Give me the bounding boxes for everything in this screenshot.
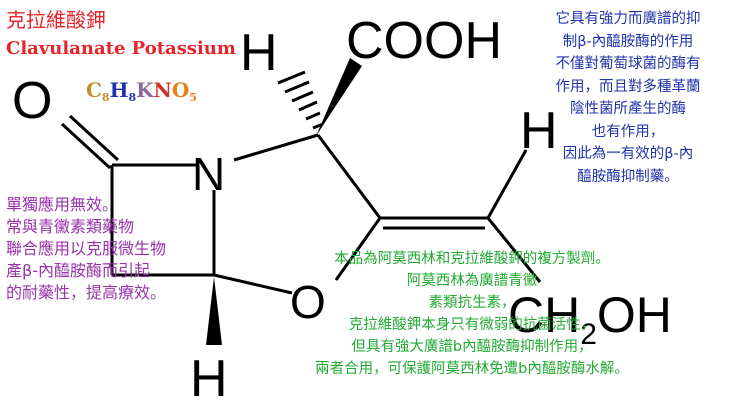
hash-bond-h-top xyxy=(277,70,324,130)
bond-c2-o xyxy=(334,217,382,281)
bond-c3-c2 xyxy=(316,134,382,219)
note-usage-line: 單獨應用無效。 xyxy=(6,195,119,214)
note-usage-line: 聯合應用以克服微生物 xyxy=(6,239,167,258)
note-combination-line: 但具有強大廣譜b內醯胺酶抑制作用， xyxy=(351,339,593,355)
bond-carbonyl-1 xyxy=(60,122,112,170)
bond-carbonyl-2 xyxy=(68,114,120,162)
note-mechanism-line: 作用，而且對多種革蘭 xyxy=(555,78,701,95)
note-mechanism-line: 醯胺酶抑制藥。 xyxy=(577,168,679,185)
note-combination-line: 克拉維酸鉀本身只有微弱的抗菌活性， xyxy=(348,317,596,333)
note-mechanism: 它具有強力而廣譜的抑 制β-內醯胺酶的作用 不僅對葡萄球菌的酶有 作用，而且對多… xyxy=(528,8,728,188)
note-combination-line: 素類抗生素， xyxy=(428,295,516,311)
atom-o-ring: O xyxy=(290,276,326,328)
note-mechanism-line: 它具有強力而廣譜的抑 xyxy=(555,11,701,27)
note-usage-line: 產β-內醯胺酶而引起 xyxy=(6,261,150,280)
atom-h-bottom: H xyxy=(190,350,228,408)
formula-part: N xyxy=(153,78,172,102)
formula-part: C xyxy=(86,78,102,102)
note-usage-line: 常與青黴素類藥物 xyxy=(6,217,135,236)
atom-n: N xyxy=(192,148,225,200)
note-combination-line: 阿莫西林為廣譜青黴 xyxy=(406,273,538,289)
molecular-formula: C8H8KNO5 xyxy=(86,78,197,104)
atom-h-top: H xyxy=(240,24,278,82)
note-combination-line: 兩者合用，可保護阿莫西林免遭b內醯胺酶水解。 xyxy=(315,361,629,377)
group-ch2oh: CH2OH xyxy=(508,287,672,351)
wedge-cooh xyxy=(316,58,362,136)
bond-vinyl-h xyxy=(486,149,528,219)
atom-o-carbonyl: O xyxy=(12,72,52,130)
wedge-h-bottom xyxy=(206,277,222,345)
note-mechanism-line: 制β-內醯胺酶的作用 xyxy=(562,33,694,50)
note-usage-line: 的耐藥性，提高療效。 xyxy=(6,283,167,302)
note-usage: 單獨應用無效。 常與青黴素類藥物 聯合應用以克服微生物 產β-內醯胺酶而引起 的… xyxy=(6,194,166,304)
bond-n-c3 xyxy=(233,133,319,162)
formula-part: O xyxy=(171,78,190,102)
formula-part: K xyxy=(136,78,154,102)
bond-o-c5 xyxy=(213,273,293,295)
formula-part: 8 xyxy=(128,91,137,104)
note-mechanism-line: 也有作用， xyxy=(591,123,665,140)
group-cooh: COOH xyxy=(346,12,502,70)
note-combination: 本品為阿莫西林和克拉維酸鉀的複方製劑。 阿莫西林為廣譜青黴 素類抗生素， 克拉維… xyxy=(242,248,702,380)
formula-part: H xyxy=(109,78,129,102)
note-mechanism-line: 不僅對葡萄球菌的酶有 xyxy=(555,56,701,72)
bond-vinyl-ch2oh xyxy=(486,217,542,283)
note-mechanism-line: 因此為一有效的β-內 xyxy=(562,146,694,162)
note-mechanism-line: 陰性菌所產生的酶 xyxy=(570,101,686,117)
atom-h-vinyl: H xyxy=(520,102,558,160)
title-chinese: 克拉維酸鉀 xyxy=(6,8,106,32)
formula-part: 5 xyxy=(189,91,197,104)
formula-part: 8 xyxy=(101,91,110,104)
title-english: Clavulanate Potassium xyxy=(6,38,236,59)
note-combination-line: 本品為阿莫西林和克拉維酸鉀的複方製劑。 xyxy=(334,251,610,267)
